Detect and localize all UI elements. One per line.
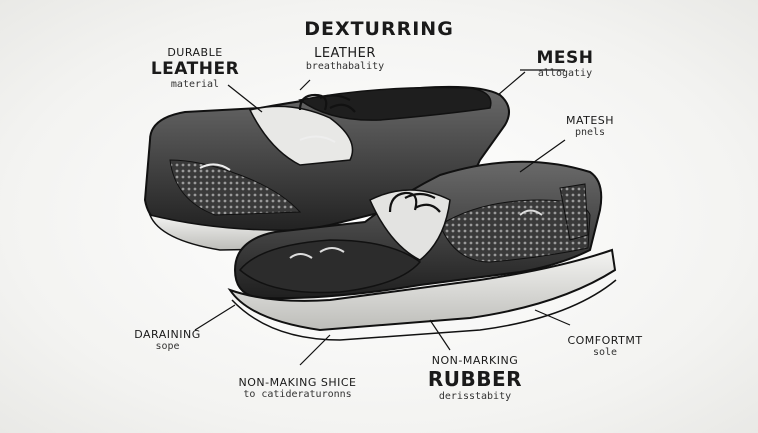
callout-durable-line2: LEATHER bbox=[150, 59, 240, 79]
callout-leather-line1: LEATHER bbox=[314, 46, 376, 61]
callout-leather-sub: breathabality bbox=[305, 61, 385, 72]
callout-matesh: MATESH pnels bbox=[550, 114, 630, 138]
leader-matesh bbox=[519, 139, 566, 173]
leader-lines bbox=[194, 69, 571, 366]
callout-comfort-sub: sole bbox=[592, 347, 618, 358]
callout-rubber-sub: derisstabity bbox=[438, 391, 512, 402]
callout-rubber: NON-MARKING RUBBER derisstabity bbox=[415, 354, 535, 402]
callout-mesh-line1: MESH bbox=[536, 48, 594, 68]
callout-nonmaking-sub: to catideraturonns bbox=[243, 389, 352, 400]
leader-leather-breath bbox=[299, 79, 311, 91]
callout-nonmaking-line1: NON-MAKING SHICE bbox=[238, 376, 357, 389]
leader-rubber bbox=[429, 319, 451, 351]
callout-daraining-line1: DARAINING bbox=[134, 328, 201, 341]
callout-mesh-sub: allogatiy bbox=[537, 68, 593, 79]
callout-matesh-sub: pnels bbox=[574, 127, 606, 138]
leader-durable-leather bbox=[227, 84, 263, 113]
callout-daraining-sub: sope bbox=[155, 341, 180, 352]
callout-durable-line1: DURABLE bbox=[167, 46, 223, 59]
infographic-title: DEXTURRING bbox=[304, 18, 454, 40]
callout-rubber-line1: RUBBER bbox=[427, 367, 523, 391]
callout-nonmaking: NON-MAKING SHICE to catideraturonns bbox=[210, 376, 385, 400]
leader-comfort bbox=[534, 309, 571, 326]
laces bbox=[298, 93, 441, 213]
callout-matesh-line1: MATESH bbox=[565, 114, 615, 127]
callout-rubber-line0: NON-MARKING bbox=[431, 354, 519, 367]
leader-nonmaking bbox=[299, 334, 331, 366]
callout-durable-leather: DURABLE LEATHER material bbox=[145, 46, 245, 90]
leader-daraining bbox=[194, 304, 236, 331]
callout-daraining: DARAINING sope bbox=[120, 328, 215, 352]
back-shoe bbox=[143, 85, 510, 251]
callout-comfort: COMFORTMT sole bbox=[555, 334, 655, 358]
leader-mesh bbox=[497, 69, 565, 96]
callout-leather-breath: LEATHER breathabality bbox=[290, 46, 400, 72]
callout-comfort-line1: COMFORTMT bbox=[567, 334, 643, 347]
callout-durable-sub: material bbox=[170, 79, 220, 90]
callout-mesh: MESH allogatiy bbox=[520, 48, 610, 79]
